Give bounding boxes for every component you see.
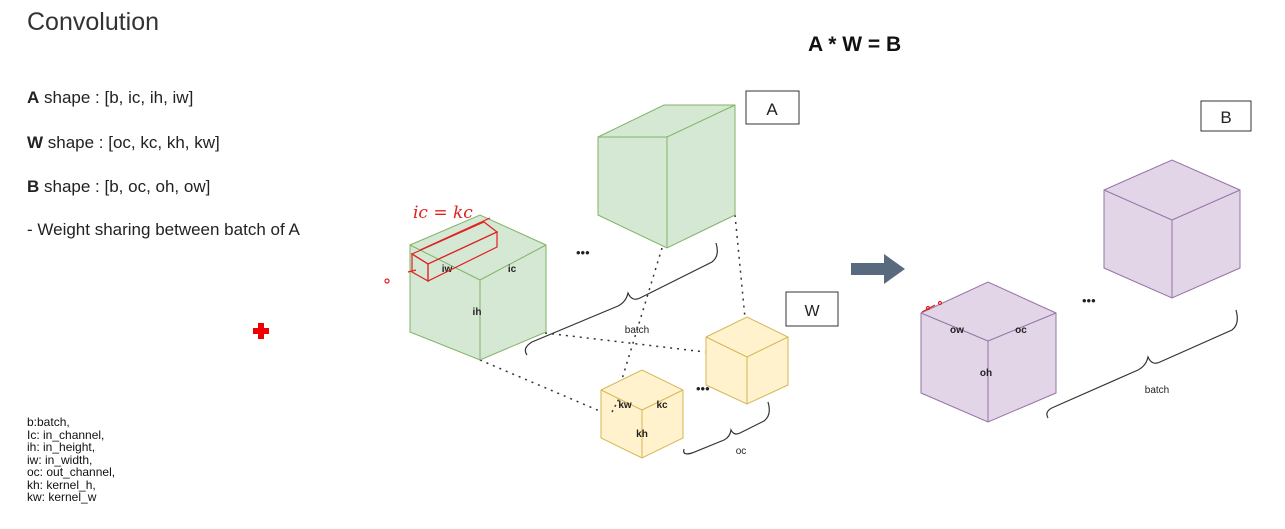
- brace-label-oc: oc: [736, 446, 747, 457]
- shape-a-name: A: [27, 88, 40, 107]
- legend-item: ih: in_height,: [27, 440, 96, 454]
- legend-item: iw: in_width,: [27, 452, 93, 467]
- shape-a-line: A shape : [b, ic, ih, iw]: [27, 88, 193, 108]
- output-cube-back: [1103, 159, 1241, 299]
- cube-label-kw: kw: [618, 400, 632, 411]
- label-box-w: W: [785, 291, 839, 327]
- shape-w-name: W: [27, 133, 44, 152]
- cube-label-ow: ow: [950, 325, 964, 336]
- handwritten-annotation: [384, 217, 499, 284]
- batch-brace-a: [524, 242, 718, 356]
- connector-lines: [479, 214, 746, 413]
- connector-line: [734, 214, 746, 319]
- cube-label-ic: ic: [508, 264, 517, 275]
- cube-label-iw: iw: [442, 264, 453, 275]
- input-cube-back: [597, 104, 736, 249]
- ellipsis-b: •••: [1082, 293, 1096, 308]
- shape-b-line: B shape : [b, oc, oh, ow]: [27, 177, 210, 197]
- shape-b-text: shape : [b, oc, oh, ow]: [39, 177, 211, 196]
- connector-line: [544, 332, 706, 353]
- legend-item: kh: kernel_h,: [27, 477, 96, 492]
- weight-sharing-note: - Weight sharing between batch of A: [27, 220, 300, 239]
- label-box-w-text: W: [804, 303, 820, 320]
- shape-a-text: shape : [b, ic, ih, iw]: [39, 88, 194, 107]
- brace-label-batch-a: batch: [625, 325, 649, 336]
- page-title: Convolution: [27, 8, 160, 36]
- cube-label-oh: oh: [980, 368, 992, 379]
- label-box-b: B: [1200, 100, 1252, 132]
- cube-label-ih: ih: [473, 307, 482, 318]
- connector-line: [479, 359, 603, 413]
- connector-line: [611, 247, 663, 413]
- oc-brace: [683, 401, 770, 455]
- legend-item: b:batch,: [27, 415, 70, 429]
- input-cube-front: [409, 214, 547, 361]
- legend-item: oc: out_channel,: [27, 465, 116, 479]
- label-box-b-text: B: [1220, 108, 1231, 127]
- shape-b-name: B: [27, 177, 40, 196]
- brace-label-batch-b: batch: [1145, 385, 1169, 396]
- ellipsis-a: •••: [576, 245, 590, 260]
- label-box-a-text: A: [766, 100, 778, 119]
- output-annotation: [921, 300, 943, 313]
- legend-item: kw: kernel_w: [27, 490, 97, 504]
- batch-brace-b: [1046, 309, 1238, 419]
- shape-w-line: W shape : [oc, kc, kh, kw]: [27, 133, 220, 153]
- right-arrow-icon: [851, 254, 905, 284]
- kernel-cube-back: [705, 316, 789, 405]
- output-cube-front: [920, 281, 1057, 423]
- cube-label-kc: kc: [656, 400, 668, 411]
- equation-heading: A * W = B: [808, 33, 902, 56]
- legend-item: Ic: in_channel,: [27, 427, 105, 442]
- shape-w-text: shape : [oc, kc, kh, kw]: [43, 133, 220, 152]
- legend: b:batch, Ic: in_channel, ih: in_height, …: [27, 416, 115, 504]
- label-box-a: A: [745, 90, 800, 125]
- kernel-cube-front: [600, 369, 684, 459]
- red-cross-icon: [253, 323, 269, 339]
- handwritten-note: ic = kc: [413, 203, 473, 223]
- cube-label-oc: oc: [1015, 325, 1027, 336]
- cube-label-kh: kh: [636, 429, 648, 440]
